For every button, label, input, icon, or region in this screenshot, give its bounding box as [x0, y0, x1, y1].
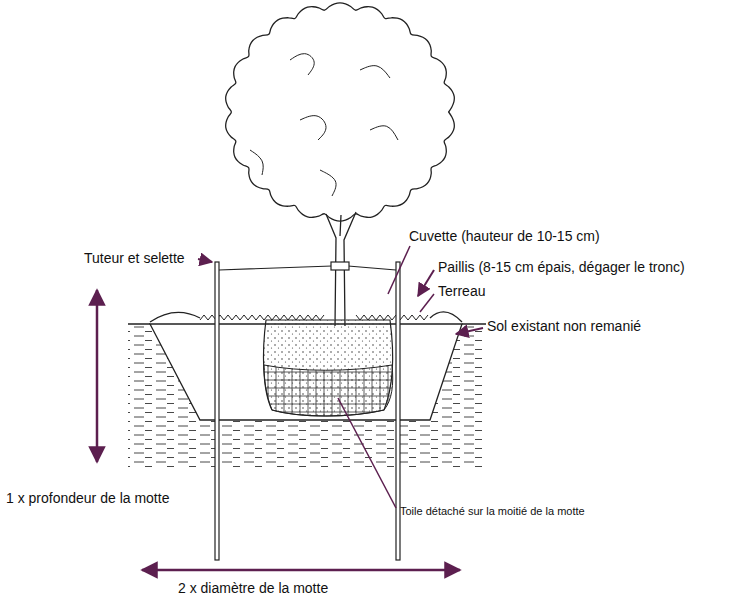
- mulch-label: Paillis (8-15 cm épais, dégager le tronc…: [438, 259, 685, 276]
- native-soil-label: Sol existant non remanié: [487, 318, 641, 335]
- depth-label: 1 x profondeur de la motte: [6, 490, 169, 507]
- mulch: [200, 315, 428, 320]
- width-label: 2 x diamètre de la motte: [178, 580, 328, 597]
- tree-crown: [226, 3, 455, 221]
- basin-label: Cuvette (hauteur de 10-15 cm): [409, 228, 600, 245]
- soil-mix-label: Terreau: [438, 283, 485, 300]
- trunk: [326, 212, 356, 326]
- stake-label: Tuteur et selette: [84, 250, 185, 267]
- burlap-label: Toile détaché sur la moitié de la motte: [400, 505, 585, 518]
- stakes: [215, 262, 400, 560]
- depth-dimension: [96, 290, 99, 462]
- crown-detail: [250, 54, 398, 196]
- width-dimension: [142, 569, 460, 572]
- root-ball: [264, 320, 393, 416]
- basin-ridge: [150, 312, 462, 322]
